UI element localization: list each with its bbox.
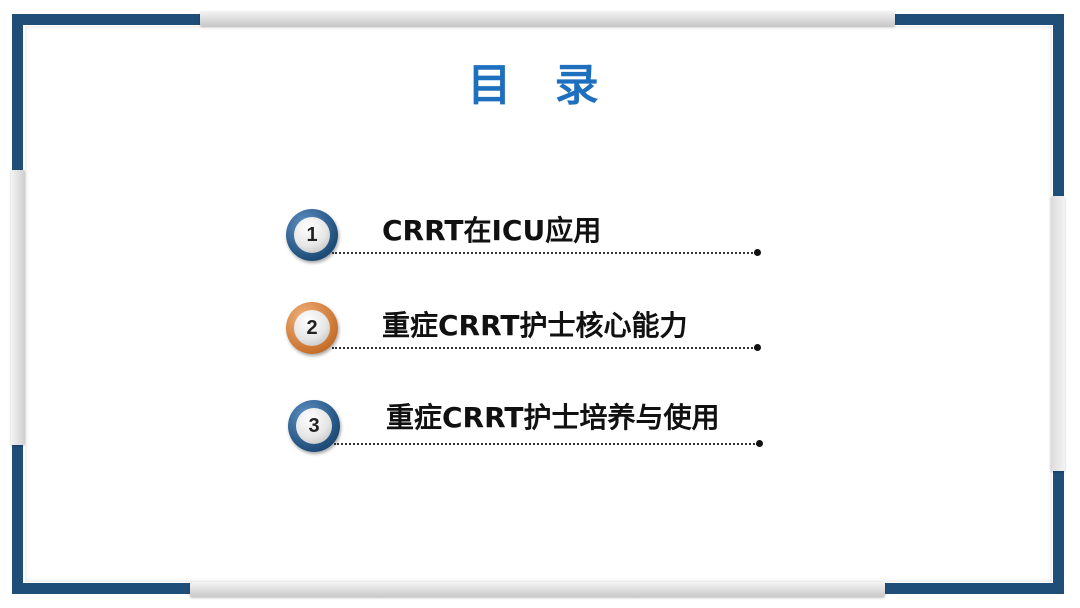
dotted-line-2 (332, 347, 756, 349)
frame-bar-top (200, 11, 895, 26)
toc-item-2-label: 重症CRRT护士核心能力 (382, 309, 688, 342)
frame-bar-right (1051, 196, 1065, 471)
dotted-line-3-end (756, 440, 763, 447)
number-badge-3: 3 (288, 400, 340, 452)
toc-item-3[interactable]: 3 重症CRRT护士培养与使用 (288, 398, 768, 462)
dotted-line-2-end (754, 344, 761, 351)
dotted-line-3 (334, 443, 758, 445)
number-badge-1-text: 1 (294, 217, 330, 253)
content-panel (25, 26, 1052, 582)
number-badge-2: 2 (286, 302, 338, 354)
number-badge-1: 1 (286, 209, 338, 261)
number-badge-3-text: 3 (296, 408, 332, 444)
page-title: 目 录 (467, 60, 613, 111)
number-badge-2-text: 2 (294, 310, 330, 346)
frame-bar-bottom (190, 582, 885, 597)
toc-item-1[interactable]: 1 CRRT在ICU应用 (286, 207, 766, 271)
frame-bar-left (11, 170, 25, 445)
dotted-line-1 (332, 252, 756, 254)
toc-item-1-label: CRRT在ICU应用 (382, 214, 602, 247)
toc-item-2[interactable]: 2 重症CRRT护士核心能力 (286, 302, 766, 366)
dotted-line-1-end (754, 249, 761, 256)
toc-item-3-label: 重症CRRT护士培养与使用 (386, 401, 720, 434)
